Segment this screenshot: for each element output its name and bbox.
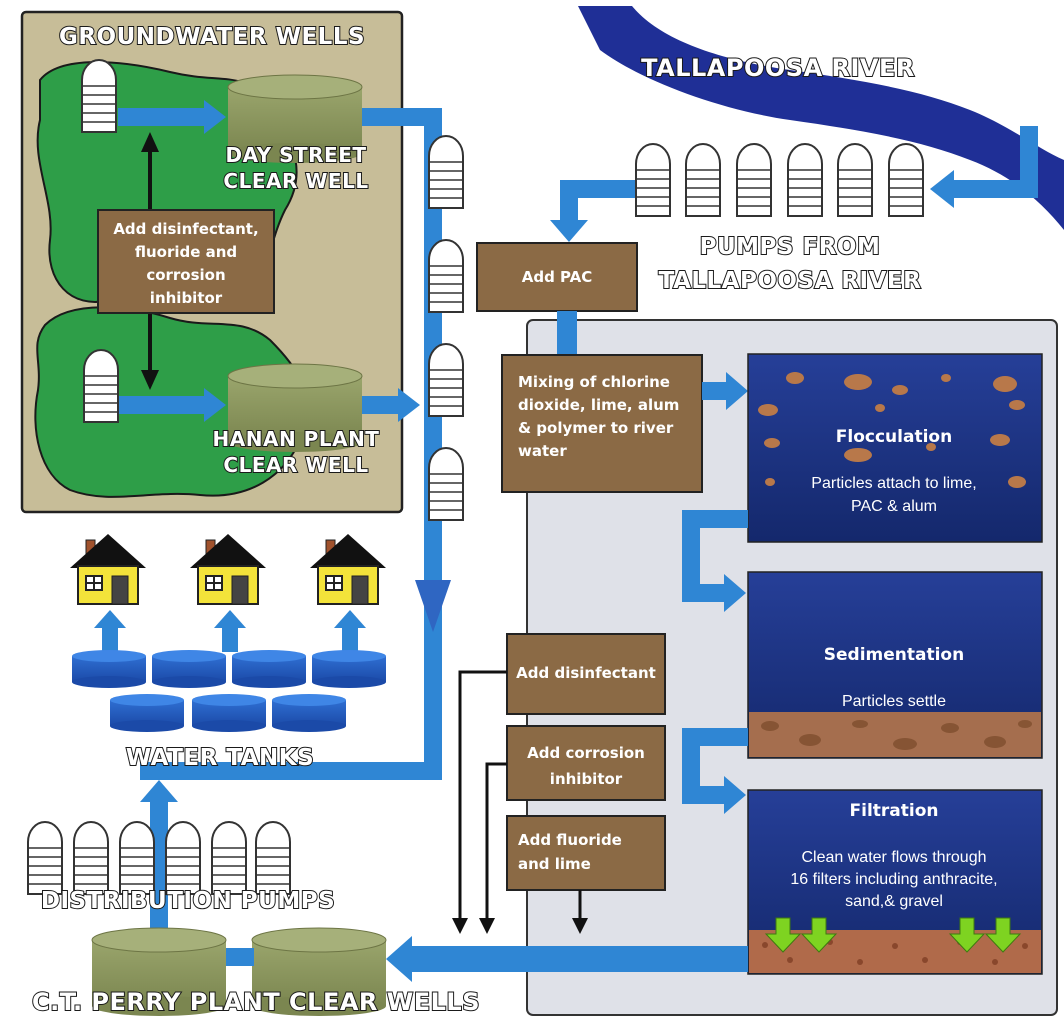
distribution-pump-icon [73,821,109,895]
main-outflow-pipe [386,936,748,982]
distribution-pump-icon [119,821,155,895]
add-fluoride-line-2: and lime [518,855,591,873]
distribution-pump-icon [211,821,247,895]
sediment-layer [749,712,1041,757]
add-fluoride-box [506,815,666,891]
house-icon [309,533,387,605]
distribution-pipe [140,780,178,930]
gw-add-box [97,209,275,314]
water-tanks-label: WATER TANKS [126,745,314,771]
flocculation-panel [747,353,1043,543]
floc-particles [758,372,1026,488]
day-street-label-1: DAY STREET [225,143,366,167]
pipe-pump-icon [428,343,464,417]
filtration-line-1: Clean water flows through [802,849,987,866]
groundwater-title: GROUNDWATER WELLS [59,24,365,50]
mixing-line-2: dioxide, lime, alum [518,396,679,414]
water-tank-icon [72,650,146,688]
filtration-line-3: sand,& gravel [845,893,943,910]
house-icon [189,533,267,605]
mix-to-floc-arrow [702,372,748,410]
river-pump-icon [787,143,823,217]
filter-arrows [764,917,1022,953]
chemical-arrowheads [452,918,588,934]
mixing-line-3: & polymer to river [518,419,674,437]
add-pac-label: Add PAC [522,268,593,286]
distribution-pump-icon [27,821,63,895]
house-supply-arrows [94,610,366,652]
river-pump-icon [635,143,671,217]
add-disinfectant-box [506,633,666,715]
tallapoosa-river [578,6,1064,230]
mixing-line-4: water [518,442,567,460]
add-fluoride-line-1: Add fluoride [518,831,622,849]
filtration-title: Filtration [850,801,939,821]
hanan-label-1: HANAN PLANT [213,427,380,451]
sediment-texture [761,720,1032,750]
mixing-box [501,354,703,493]
water-tank-icon [312,650,386,688]
gw-add-line-3: corrosion [146,266,225,284]
river-pump-icon [685,143,721,217]
well-pump-icon [81,59,117,133]
ct-perry-label: C.T. PERRY PLANT CLEAR WELLS [32,988,480,1016]
add-corrosion-line-1: Add corrosion [527,744,645,762]
add-disinfectant-label: Add disinfectant [516,664,656,682]
house-icon [69,533,147,605]
pipe-pump-icon [428,135,464,209]
pipe-pump-icon [428,447,464,521]
river-pump-icon [888,143,924,217]
hanan-label-2: CLEAR WELL [223,453,368,477]
chemical-feed-lines [458,670,582,920]
pumps-river-label-1: PUMPS FROM [700,234,881,260]
water-tank-icon [272,694,346,732]
gw-add-line-2: fluoride and [135,243,237,261]
sed-to-filt-arrow [682,728,748,814]
mixing-line-1: Mixing of chlorine [518,373,670,391]
sedimentation-title: Sedimentation [824,645,964,665]
river-pump-icon [837,143,873,217]
flocculation-title: Flocculation [836,427,952,447]
add-corrosion-line-2: inhibitor [550,770,623,788]
gw-add-line-1: Add disinfectant, [113,220,258,238]
day-street-label-2: CLEAR WELL [223,169,368,193]
distribution-pump-icon [255,821,291,895]
distribution-pump-icon [165,821,201,895]
sedimentation-line-1: Particles settle [842,693,946,710]
down-arrow [415,580,451,632]
pumps-river-label-2: TALLAPOOSA RIVER [659,268,922,294]
river-pipes [550,126,1038,242]
pac-pipe [557,311,577,357]
floc-to-sed-arrow [682,510,748,612]
tank-connector-pipe [226,948,254,966]
water-tank-icon [152,650,226,688]
water-tank-icon [232,650,306,688]
water-tank-icon [110,694,184,732]
pipe-pump-icon [428,239,464,313]
flocculation-line-2: PAC & alum [851,498,937,515]
river-pump-icon [736,143,772,217]
gw-add-line-4: inhibitor [150,289,223,307]
flocculation-line-1: Particles attach to lime, [811,475,976,492]
filtration-line-2: 16 filters including anthracite, [790,871,997,888]
add-corrosion-box [506,725,666,801]
water-tank-icon [192,694,266,732]
well-pump-icon [83,349,119,423]
distribution-pumps-label: DISTRIBUTION PUMPS [41,888,335,914]
river-label: TALLAPOOSA RIVER [641,54,915,82]
